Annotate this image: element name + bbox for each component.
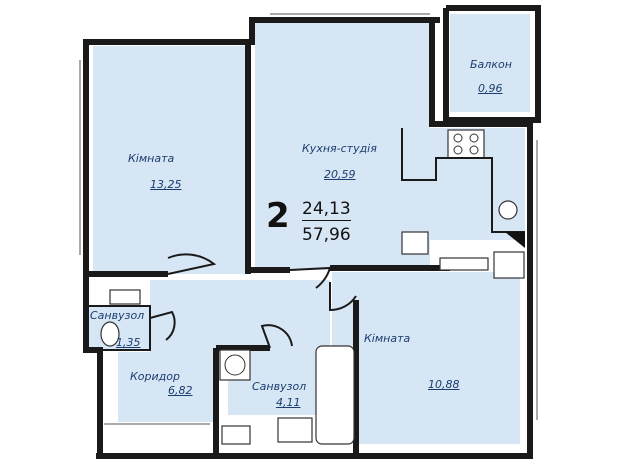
- outer-wall-right: [96, 117, 538, 459]
- stove-icon: [447, 129, 485, 159]
- room-fill-corridor: [118, 352, 213, 422]
- room-fill-bath1: [88, 306, 152, 350]
- corner-marker-icon: [505, 232, 525, 248]
- door-bath2: [260, 324, 293, 349]
- burner-icon: [469, 145, 479, 155]
- drum-icon: [224, 354, 246, 376]
- kitchen-counter: [401, 128, 525, 233]
- outer-wall-left-lower: [83, 274, 103, 456]
- wall-kitchen-balcony: [429, 20, 530, 127]
- room-fill-balcony: [450, 14, 530, 112]
- room-area-room2: 10,88: [428, 378, 460, 391]
- burner-icon: [453, 145, 463, 155]
- bathtub-icon: [315, 345, 355, 445]
- room-name-bath1: Санвузол: [90, 309, 145, 322]
- room-area-bath2: 4,11: [276, 396, 301, 409]
- room-area-bath1: 1,35: [116, 336, 141, 349]
- living-area: 24,13: [302, 199, 351, 221]
- total-area: 57,96: [302, 225, 351, 245]
- wall-bath1: [88, 305, 151, 351]
- outer-wall-top-left: [83, 17, 440, 274]
- room-name-kitchen: Кухня-студія: [302, 142, 377, 155]
- door-room2: [329, 282, 357, 312]
- washbasin-icon: [277, 417, 313, 443]
- bath1-washbasin-icon: [109, 289, 141, 305]
- bath1-toilet-icon: [100, 321, 120, 347]
- room-fill-corridor-top: [150, 280, 330, 352]
- room-area-corridor: 6,82: [168, 384, 193, 397]
- fridge-icon: [401, 231, 429, 255]
- room-name-balcony: Балкон: [470, 58, 512, 71]
- door-bath1: [149, 310, 176, 341]
- door-room1: [167, 253, 217, 275]
- room-name-room2: Кімната: [364, 332, 411, 345]
- toilet-icon: [221, 425, 251, 445]
- burner-icon: [453, 133, 463, 143]
- room-fill-room1: [93, 46, 245, 274]
- room-area-kitchen: 20,59: [324, 168, 356, 181]
- door-kitchen: [289, 266, 332, 289]
- room-fill-room2: [332, 272, 520, 444]
- burner-icon: [469, 133, 479, 143]
- boiler-icon: [493, 251, 525, 279]
- room-area-room1: 13,25: [150, 178, 182, 191]
- room-name-corridor: Коридор: [130, 370, 180, 383]
- rooms-count: 2: [266, 196, 290, 236]
- kitchen-sink-icon: [498, 200, 518, 220]
- room-area-balcony: 0,96: [478, 82, 503, 95]
- room-name-room1: Кімната: [128, 152, 175, 165]
- room-fill-kitchen: [255, 22, 430, 270]
- stair-icon: [439, 257, 489, 271]
- room-name-bath2: Санвузол: [252, 380, 307, 393]
